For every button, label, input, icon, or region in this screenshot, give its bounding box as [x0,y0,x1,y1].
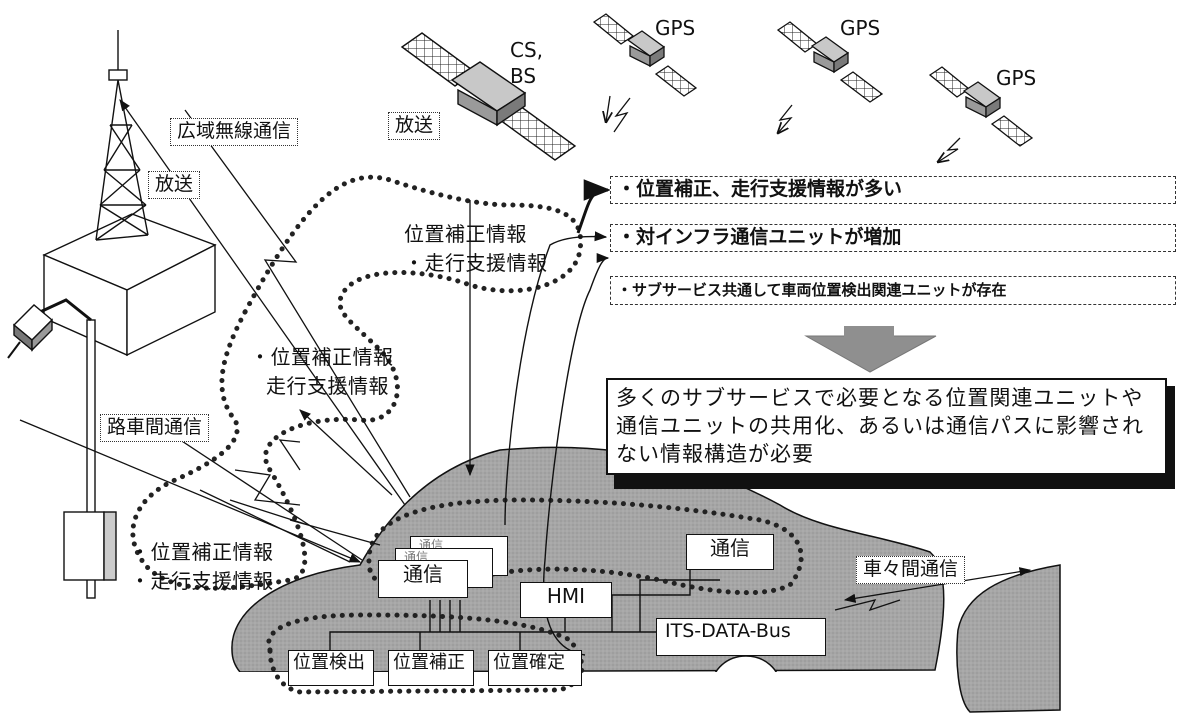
vehicle-other [957,565,1060,712]
label-cs: CS, [510,38,543,62]
label-broadcast-sat: 放送 [388,112,440,140]
observation-3: ・サブサービス共通して車両位置検出関連ユニットが存在 [610,276,1176,305]
label-broadcast-tower: 放送 [148,171,200,199]
unit-hmi: HMI [520,582,612,618]
info-line: 走行支援情報 [250,372,394,401]
roadside-unit [8,300,116,598]
info-line: ・位置補正情報 [250,343,394,372]
unit-position-correct: 位置補正 [388,650,474,686]
satellite-downlinks [606,96,960,162]
unit-comm-front: 通信 [378,560,468,598]
label-gps-1: GPS [655,16,695,40]
label-gps-2: GPS [840,16,880,40]
label-road-to-vehicle: 路車間通信 [100,414,209,442]
info-line: ・走行支援情報 [404,249,548,278]
label-wide-area-wireless: 広域無線通信 [170,118,298,146]
unit-position-detect: 位置検出 [288,650,374,686]
info-line: ・走行支援情報 [130,567,274,596]
label-gps-3: GPS [996,66,1036,90]
unit-comm-right: 通信 [686,534,774,570]
conclusion-box: 多くのサブサービスで必要となる位置関連ユニットや通信ユニットの共用化、あるいは通… [606,378,1167,475]
unit-its-data-bus: ITS-DATA-Bus [656,618,826,656]
conclusion-arrow [806,326,936,372]
label-bs: BS [510,64,536,88]
info-group-satellite: 位置補正情報 ・走行支援情報 [404,220,548,278]
label-vehicle-to-vehicle: 車々間通信 [856,556,965,584]
info-group-roadside: ・位置補正情報 ・走行支援情報 [130,538,274,596]
satellite-cs-bs [402,33,575,160]
unit-position-confirm: 位置確定 [488,650,582,686]
info-line: 位置補正情報 [404,220,548,249]
observation-1: ・位置補正、走行支援情報が多い [610,176,1176,204]
info-group-wide-area: ・位置補正情報 走行支援情報 [250,343,394,401]
observation-2: ・対インフラ通信ユニットが増加 [610,224,1176,252]
info-line: ・位置補正情報 [130,538,274,567]
